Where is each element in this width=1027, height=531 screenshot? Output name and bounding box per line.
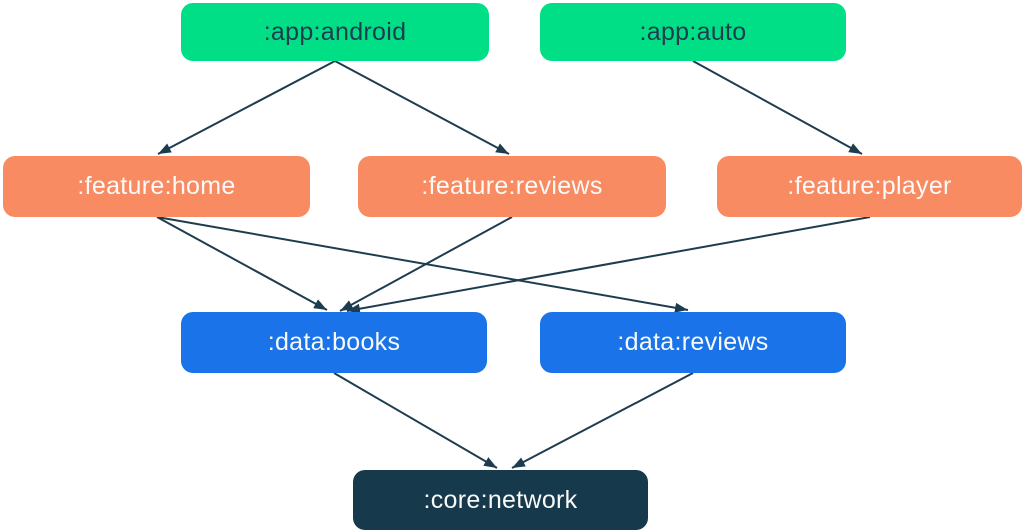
node-app-auto: :app:auto bbox=[540, 3, 846, 61]
node-data-books: :data:books bbox=[181, 312, 487, 373]
node-feature-player: :feature:player bbox=[717, 156, 1022, 217]
node-core-network: :core:network bbox=[353, 470, 648, 530]
node-feature-home: :feature:home bbox=[3, 156, 310, 217]
node-feature-reviews: :feature:reviews bbox=[358, 156, 666, 217]
node-app-android: :app:android bbox=[181, 3, 489, 61]
node-data-reviews: :data:reviews bbox=[540, 312, 846, 373]
